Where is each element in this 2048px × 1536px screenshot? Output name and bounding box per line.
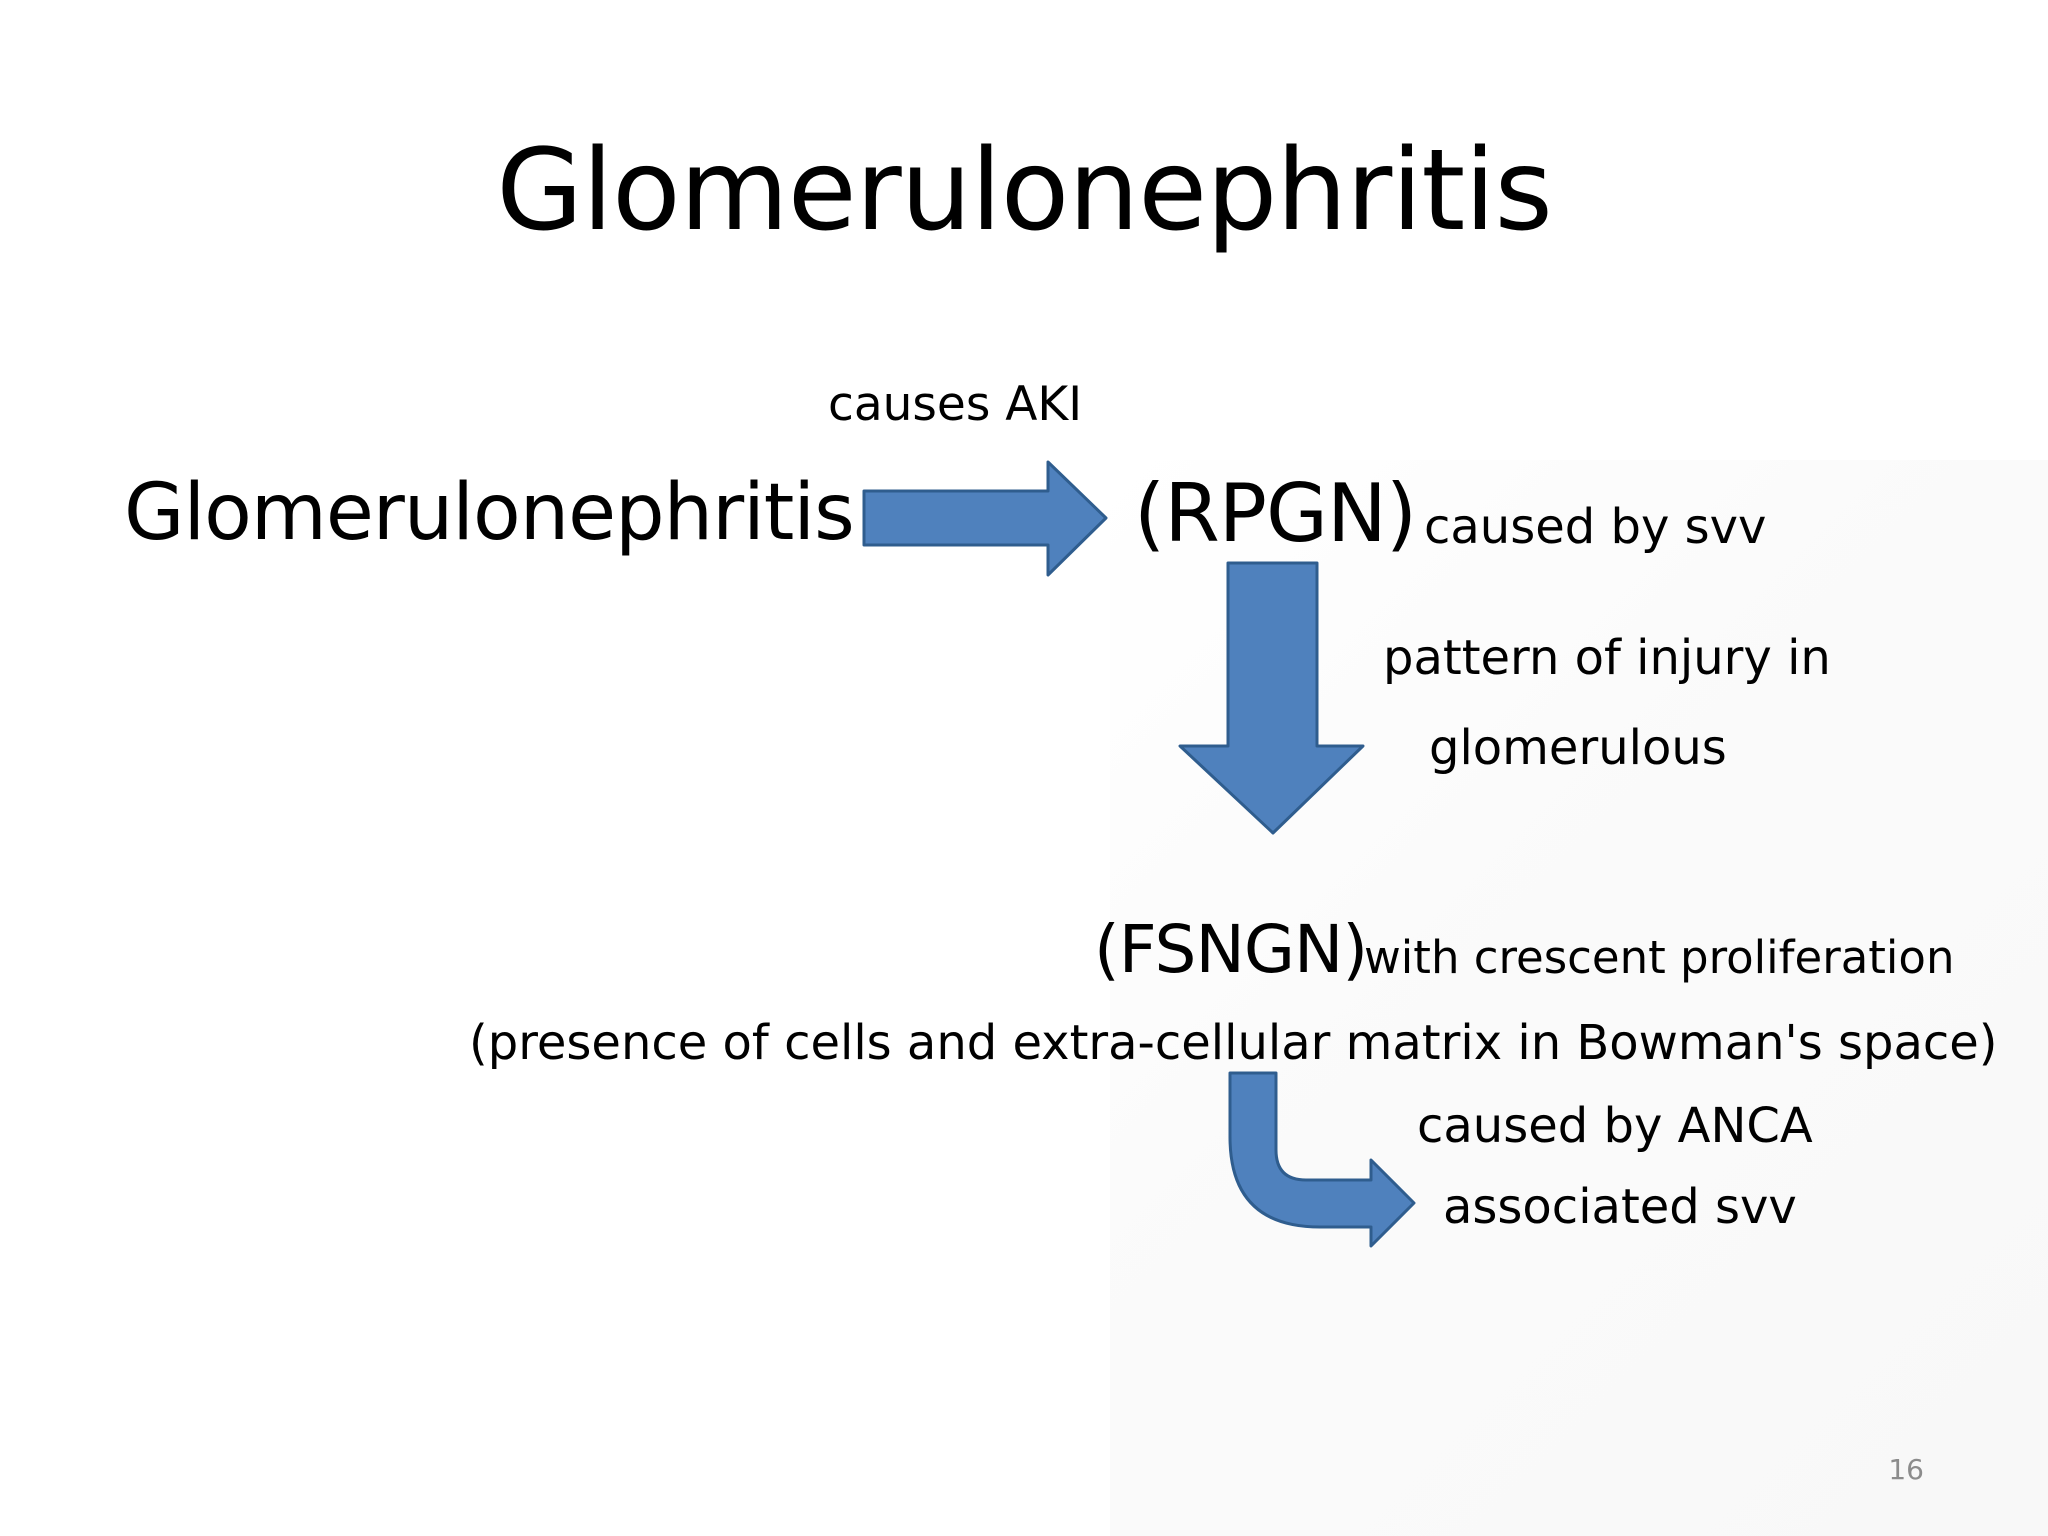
term-fsngn: (FSNGN) [1094, 911, 1368, 988]
label-crescent-proliferation: with crescent proliferation [1364, 931, 1955, 984]
slide-number: 16 [1888, 1453, 1924, 1486]
slide-title: Glomerulonephritis [496, 126, 1553, 256]
label-causes-aki: causes AKI [828, 377, 1083, 432]
label-glomerulous: glomerulous [1429, 720, 1727, 776]
label-bowmans-space: (presence of cells and extra-cellular ma… [469, 1015, 1998, 1071]
term-glomerulonephritis: Glomerulonephritis [124, 468, 855, 558]
label-pattern-of-injury: pattern of injury in [1383, 630, 1831, 686]
label-associated-svv: associated svv [1443, 1179, 1797, 1235]
label-caused-by-anca: caused by ANCA [1417, 1098, 1813, 1154]
label-caused-by-svv: caused by svv [1424, 499, 1767, 555]
term-rpgn: (RPGN) [1134, 467, 1417, 560]
